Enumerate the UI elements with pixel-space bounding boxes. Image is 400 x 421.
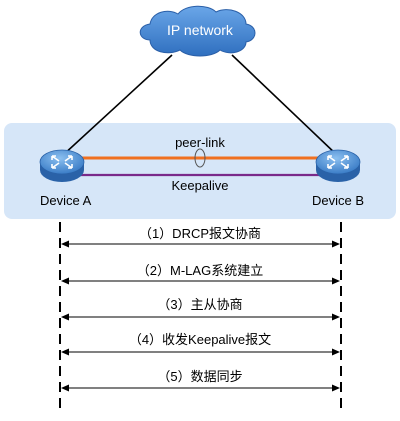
- device-a-label: Device A: [40, 193, 92, 208]
- router-icon: [315, 149, 361, 182]
- step-list: （1）DRCP报文协商 （2）M-LAG系统建立 （3）主从协商 （4）收发Ke…: [61, 226, 340, 392]
- peer-link-label: peer-link: [175, 135, 225, 150]
- step-5-label: （5）数据同步: [157, 369, 242, 384]
- device-b-label: Device B: [312, 193, 364, 208]
- step-1-label: （1）DRCP报文协商: [139, 226, 261, 241]
- cloud-icon: [139, 5, 256, 57]
- cloud-label: IP network: [167, 22, 234, 38]
- link-aggregation-mark: [194, 148, 206, 168]
- step-4-label: （4）收发Keepalive报文: [129, 332, 271, 347]
- step-3-label: （3）主从协商: [157, 297, 242, 312]
- mlag-panel: [4, 123, 396, 219]
- keepalive-label: Keepalive: [171, 178, 228, 193]
- step-2-label: （2）M-LAG系统建立: [137, 263, 263, 278]
- router-icon: [39, 149, 85, 182]
- uplink-b: [231, 54, 339, 157]
- uplink-a: [61, 54, 173, 157]
